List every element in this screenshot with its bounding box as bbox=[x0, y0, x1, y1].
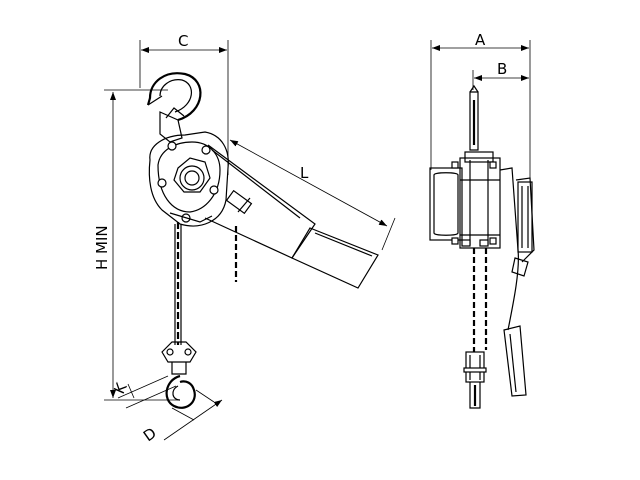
dimension-c: C bbox=[139, 32, 229, 175]
dimension-h-min-label: H MIN bbox=[93, 225, 111, 270]
side-housing bbox=[429, 151, 501, 249]
dimension-a: A bbox=[430, 31, 531, 180]
side-lever bbox=[499, 167, 535, 397]
dimension-d: D bbox=[140, 389, 223, 445]
dimension-h-min: H MIN bbox=[93, 89, 178, 401]
side-view: A B bbox=[429, 31, 535, 409]
dimension-l: L bbox=[229, 139, 396, 251]
side-top-hook bbox=[469, 84, 479, 151]
front-view: C H MIN bbox=[93, 32, 396, 445]
lever-handle bbox=[204, 144, 379, 289]
top-hook bbox=[146, 72, 202, 143]
dimension-b: B bbox=[472, 60, 529, 90]
hoist-body bbox=[148, 131, 229, 227]
bottom-hook bbox=[161, 341, 197, 409]
dimension-c-label: C bbox=[178, 32, 188, 50]
dimension-l-label: L bbox=[300, 164, 309, 182]
dimension-b-label: B bbox=[497, 60, 507, 78]
load-chain bbox=[174, 222, 182, 345]
side-bottom-hook bbox=[463, 351, 487, 409]
side-load-chain bbox=[472, 248, 488, 352]
dimension-a-label: A bbox=[475, 31, 486, 49]
dimension-d-label: D bbox=[140, 424, 160, 445]
